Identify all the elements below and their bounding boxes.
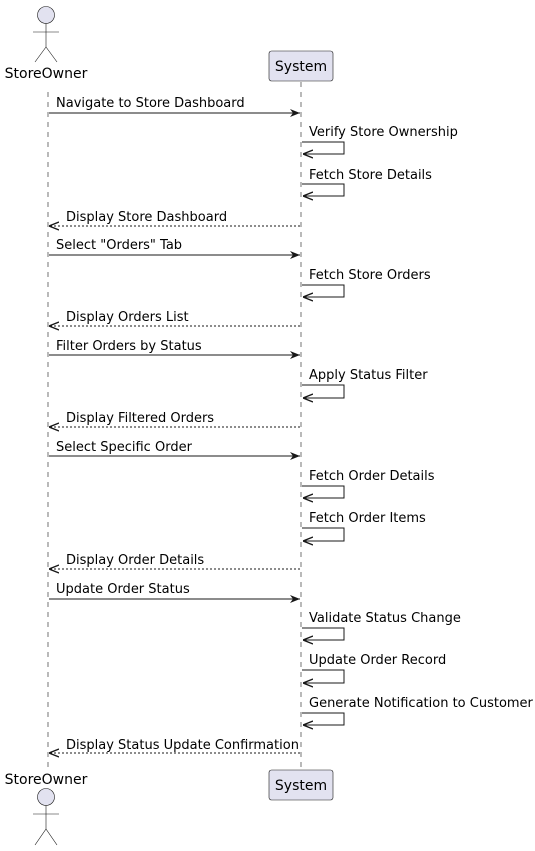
message-label: Verify Store Ownership <box>309 125 458 140</box>
message-label: Validate Status Change <box>309 611 461 626</box>
message-label: Filter Orders by Status <box>56 339 202 354</box>
message-label: Update Order Status <box>56 582 190 597</box>
self-message-arrow <box>302 384 345 398</box>
message-label: Fetch Store Orders <box>309 268 431 283</box>
self-message-arrow <box>302 485 345 498</box>
message-label: Display Filtered Orders <box>66 411 214 426</box>
message-label: Generate Notification to Customer <box>309 696 534 711</box>
message-label: Update Order Record <box>309 653 446 668</box>
actor-icon <box>33 6 59 63</box>
self-message-arrow <box>302 183 345 196</box>
self-message-arrow <box>302 141 345 154</box>
message-label: Display Orders List <box>66 310 189 325</box>
actor-icon <box>33 788 59 846</box>
message-label: Select Specific Order <box>56 440 193 455</box>
self-message-arrow <box>302 627 345 640</box>
message-label: Display Status Update Confirmation <box>66 738 299 753</box>
message-label: Display Order Details <box>66 553 204 568</box>
storeowner-top-label: StoreOwner <box>5 66 88 82</box>
storeowner-bottom-label: StoreOwner <box>5 772 88 788</box>
message-label: Navigate to Store Dashboard <box>56 96 245 111</box>
self-message-arrow <box>302 284 345 297</box>
self-message-arrow <box>302 527 345 541</box>
message-label: Display Store Dashboard <box>66 210 227 225</box>
self-message-arrow <box>302 712 345 725</box>
system-bottom-label: System <box>275 778 327 794</box>
system-participant-top <box>268 50 334 82</box>
message-label: Fetch Store Details <box>309 168 432 183</box>
message-label: Fetch Order Items <box>309 511 426 526</box>
message-label: Select "Orders" Tab <box>56 238 182 253</box>
self-message-arrow <box>302 669 345 683</box>
system-top-label: System <box>275 59 327 75</box>
message-label: Fetch Order Details <box>309 469 435 484</box>
system-participant-bottom <box>268 769 334 801</box>
message-label: Apply Status Filter <box>309 368 428 383</box>
